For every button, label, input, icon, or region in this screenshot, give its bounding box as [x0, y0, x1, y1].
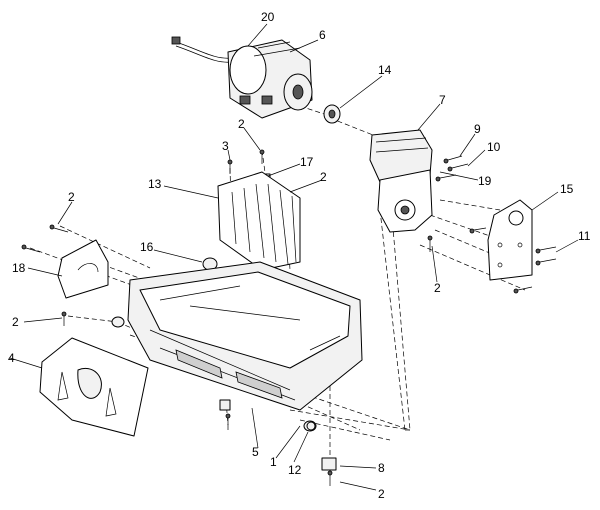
callout-2-d: 2	[12, 315, 19, 329]
front-cover	[39, 337, 149, 437]
callout-12: 12	[288, 463, 302, 477]
coupler	[323, 104, 341, 124]
main-base	[127, 261, 363, 411]
callout-6: 6	[319, 28, 326, 42]
callout-16: 16	[140, 240, 154, 254]
callout-13: 13	[148, 177, 162, 191]
motor-assembly	[171, 36, 313, 119]
gearbox	[369, 129, 433, 233]
leader-lines	[9, 23, 579, 491]
callout-2-b: 2	[320, 170, 327, 184]
callout-19: 19	[478, 174, 492, 188]
callout-17: 17	[300, 155, 314, 169]
callout-10: 10	[487, 140, 501, 154]
bracket-plate	[487, 199, 533, 281]
small-parts	[219, 399, 337, 471]
callout-18: 18	[12, 261, 26, 275]
callout-14: 14	[378, 63, 392, 77]
callout-2-a: 2	[238, 117, 245, 131]
callout-4: 4	[8, 351, 15, 365]
callout-3: 3	[222, 139, 229, 153]
callout-2-f: 2	[378, 487, 385, 501]
callout-15: 15	[560, 182, 574, 196]
callout-8: 8	[378, 461, 385, 475]
callout-5: 5	[252, 445, 259, 459]
guard-panel	[217, 171, 301, 271]
callout-20: 20	[261, 10, 275, 24]
side-bracket	[57, 239, 109, 299]
callout-2-c: 2	[68, 190, 75, 204]
callout-labels: 20 6 14 7 9 10 19 15 11 2 3 17 2 13 2 16…	[8, 10, 591, 501]
callout-11: 11	[578, 229, 591, 243]
callout-1: 1	[270, 455, 277, 469]
callout-2-e: 2	[434, 281, 441, 295]
callout-7: 7	[439, 93, 446, 107]
callout-9: 9	[474, 122, 481, 136]
